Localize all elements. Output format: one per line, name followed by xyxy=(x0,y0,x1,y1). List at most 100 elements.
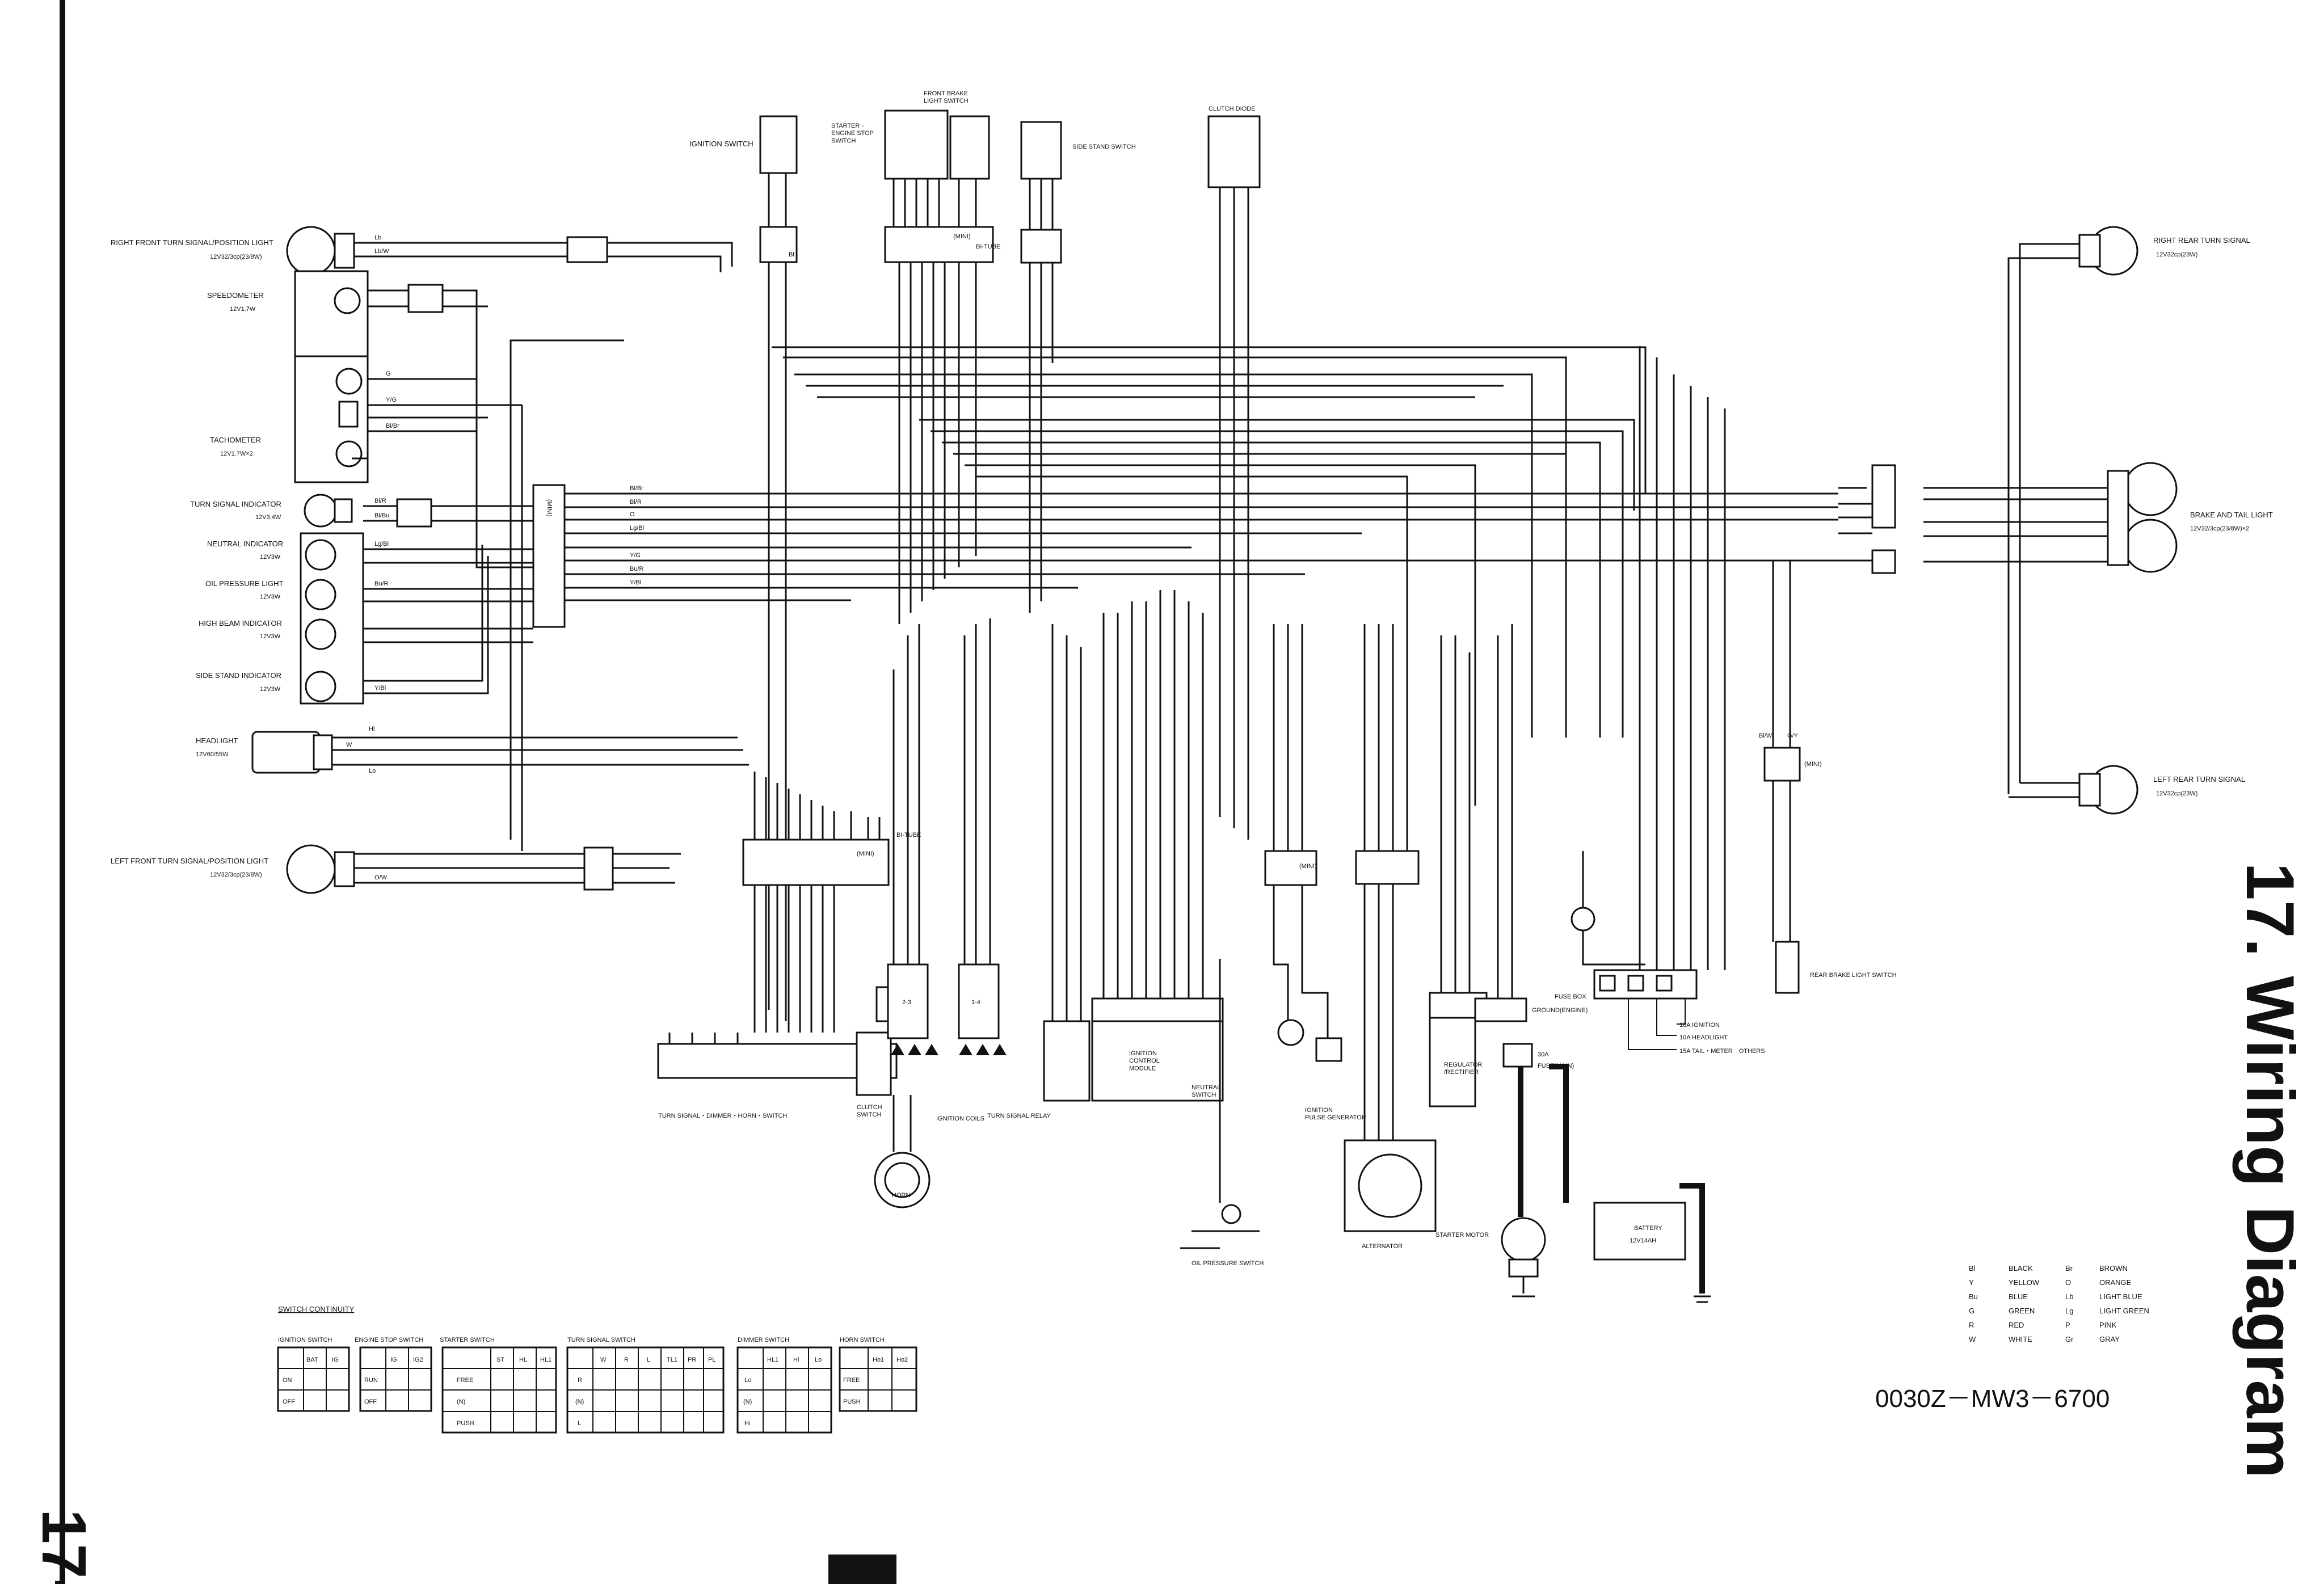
left-rear-turn-spec: 12V32cp(23W) xyxy=(2156,790,2197,797)
wire-lgbl-2: Lg/Bl xyxy=(630,525,644,532)
tachometer-spec: 12V1.7W×2 xyxy=(220,450,253,457)
legend-7-code: O xyxy=(2065,1278,2071,1287)
legend-0-code: Bl xyxy=(1969,1264,1976,1273)
wire-gy: G/Y xyxy=(1787,732,1799,739)
ignition-bl-label: Bl xyxy=(789,251,794,258)
ct1-col0: IG xyxy=(390,1356,397,1363)
ground-engine: GROUND(ENGINE) xyxy=(1532,851,1645,1014)
ct5-col1: Ho2 xyxy=(896,1356,908,1363)
legend-2-name: BLUE xyxy=(2009,1292,2028,1301)
ct5-row0: FREE xyxy=(843,1377,860,1384)
ct1-col1: IG2 xyxy=(413,1356,423,1363)
coil-a-label: 2-3 xyxy=(902,999,911,1006)
side-stand-indicator-spec: 12V3W xyxy=(260,686,281,693)
wire-blw: Bl/W xyxy=(1759,732,1773,739)
ct0-row0: ON xyxy=(283,1377,292,1384)
bi-tube-label-lower: BI-TUBE xyxy=(896,832,921,839)
ignition-coils-label: IGNITION COILS xyxy=(936,1115,984,1122)
main-harness-9p-connector: (MINI) xyxy=(532,484,566,628)
headlight: HEADLIGHT 12V60/55W Hi Lo xyxy=(196,726,376,774)
legend-10-code: P xyxy=(2065,1321,2070,1329)
legend-11-name: GRAY xyxy=(2099,1335,2120,1343)
bi-tube-label-top: BI-TUBE xyxy=(976,243,1000,250)
turn-indicator-label: TURN SIGNAL INDICATOR xyxy=(190,500,281,508)
fuse-10a-ign: 10A IGNITION xyxy=(1679,1022,1720,1029)
right-front-turn-spec: 12V32/3cp(23/8W) xyxy=(210,254,262,260)
fuse-box: FUSE BOX 10A IGNITION 10A HEADLIGHT 15A … xyxy=(1555,969,1765,1055)
brake-tail-light: BRAKE AND TAIL LIGHT 12V32/3cp(23/8W)×2 xyxy=(1871,462,2273,574)
right-rear-turn-signal: RIGHT REAR TURN SIGNAL 12V32cp(23W) xyxy=(2007,226,2250,794)
legend-4-name: RED xyxy=(2009,1321,2024,1329)
wire-lb-1: Lb xyxy=(374,234,381,241)
ct3-row2: L xyxy=(578,1420,581,1427)
ignition-coils: 2-3 1-4 IGNITION COILS xyxy=(887,618,1007,1122)
wire-blbu-1: Bl/Bu xyxy=(374,512,389,519)
legend-6-code: Br xyxy=(2065,1264,2073,1273)
turn-signal-relay: TURN SIGNAL RELAY xyxy=(987,624,1091,1119)
ct1-title: ENGINE STOP SWITCH xyxy=(355,1337,423,1343)
ct3-col0: W xyxy=(600,1356,607,1363)
ct5-row1: PUSH xyxy=(843,1398,861,1405)
legend-6-name: BROWN xyxy=(2099,1264,2128,1273)
alternator-group: ALTERNATOR xyxy=(1344,624,1437,1250)
turn-indicator-spec: 12V3.4W xyxy=(255,514,281,521)
legend-5-name: WHITE xyxy=(2009,1335,2032,1343)
oil-light-label: OIL PRESSURE LIGHT xyxy=(205,579,284,588)
ct5-title: HORN SWITCH xyxy=(840,1337,885,1343)
ct0-col1: IG xyxy=(332,1356,339,1363)
ct3-col5: PL xyxy=(708,1356,715,1363)
turn-relay-label: TURN SIGNAL RELAY xyxy=(987,1113,1051,1119)
left-front-turn-label: LEFT FRONT TURN SIGNAL/POSITION LIGHT xyxy=(111,857,268,865)
fuse-15a: 15A TAIL・METER OTHERS xyxy=(1679,1048,1765,1055)
ct4-col2: Lo xyxy=(815,1356,822,1363)
left-rear-turn-label: LEFT REAR TURN SIGNAL xyxy=(2153,775,2245,783)
indicator-panel: TURN SIGNAL INDICATOR 12V3.4W NEUTRAL IN… xyxy=(190,494,364,705)
legend-4-code: R xyxy=(1969,1321,1974,1329)
starter-motor-label: STARTER MOTOR xyxy=(1435,1232,1489,1238)
speedometer: SPEEDOMETER 12V1.7W xyxy=(207,270,369,357)
ct3-col3: TL1 xyxy=(667,1356,677,1363)
mini-label-top: (MINI) xyxy=(953,233,971,240)
ct0-col0: BAT xyxy=(306,1356,318,1363)
main-bus xyxy=(565,346,1872,851)
legend-2-code: Bu xyxy=(1969,1292,1978,1301)
wire-blbr-1: Bl/Br xyxy=(386,423,399,429)
page-frame xyxy=(60,0,896,1584)
legend-8-name: LIGHT BLUE xyxy=(2099,1292,2142,1301)
horn-label: HORN xyxy=(892,1192,910,1199)
speedometer-label: SPEEDOMETER xyxy=(207,291,264,300)
legend-7-name: ORANGE xyxy=(2099,1278,2132,1287)
speedometer-spec: 12V1.7W xyxy=(230,306,256,313)
legend-8-code: Lb xyxy=(2065,1292,2073,1301)
fuse-box-wires xyxy=(1639,346,1726,970)
page-title: 17. Wiring Diagram xyxy=(2232,862,2308,1478)
legend-1-name: YELLOW xyxy=(2009,1278,2040,1287)
rear-brake-mini: (MINI) xyxy=(1804,761,1822,768)
ct4-col1: Hi xyxy=(793,1356,799,1363)
headlight-spec: 12V60/55W xyxy=(196,751,229,758)
handlebar-switch-label: TURN SIGNAL・DIMMER・HORN・SWITCH xyxy=(658,1113,787,1119)
battery: BATTERY 12V14AH xyxy=(1549,1064,1711,1303)
neutral-indicator-label: NEUTRAL INDICATOR xyxy=(207,540,283,548)
wire-lgbl-1: Lg/Bl xyxy=(374,541,389,547)
legend-10-name: PINK xyxy=(2099,1321,2117,1329)
ct2-col2: HL1 xyxy=(540,1356,551,1363)
wire-blr-2: Bl/R xyxy=(630,499,642,505)
tachometer: TACHOMETER 12V1.7W×2 xyxy=(210,355,369,483)
ct4-row1: (N) xyxy=(743,1398,752,1405)
high-beam-label: HIGH BEAM INDICATOR xyxy=(199,619,282,627)
clutch-diode-label: CLUTCH DIODE xyxy=(1209,106,1256,112)
coil-b-label: 1-4 xyxy=(971,999,980,1006)
handlebar-9p-connector: BI-TUBE (MINI) xyxy=(742,772,921,1033)
ct2-row0: FREE xyxy=(457,1377,473,1384)
fuse-main-amp: 30A xyxy=(1538,1051,1549,1058)
wire-hi: Hi xyxy=(369,726,374,732)
legend-9-code: Lg xyxy=(2065,1307,2073,1315)
